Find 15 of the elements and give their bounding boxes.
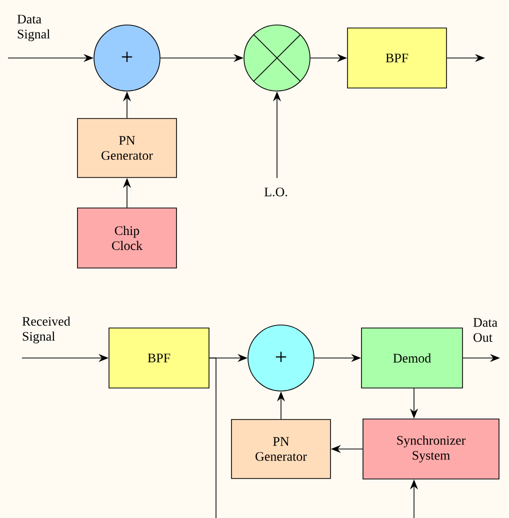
- signal-label: Data Out: [473, 318, 498, 342]
- signal-label: Data Signal: [17, 14, 50, 42]
- block-box: Chip Clock: [77, 208, 177, 268]
- block-box: PN Generator: [231, 419, 331, 479]
- block-box: Synchronizer System: [362, 418, 500, 480]
- signal-label: L.O.: [264, 188, 288, 196]
- block-box: BPF: [347, 28, 447, 88]
- block-box: BPF: [108, 328, 210, 388]
- summing-junction: +: [94, 24, 160, 92]
- signal-label: Received Signal: [22, 316, 70, 344]
- mixer-circle: [244, 24, 310, 92]
- block-box: PN Generator: [77, 118, 177, 178]
- summing-junction: +: [248, 324, 314, 392]
- signal-line: [209, 358, 216, 518]
- block-box: Demod: [361, 328, 463, 388]
